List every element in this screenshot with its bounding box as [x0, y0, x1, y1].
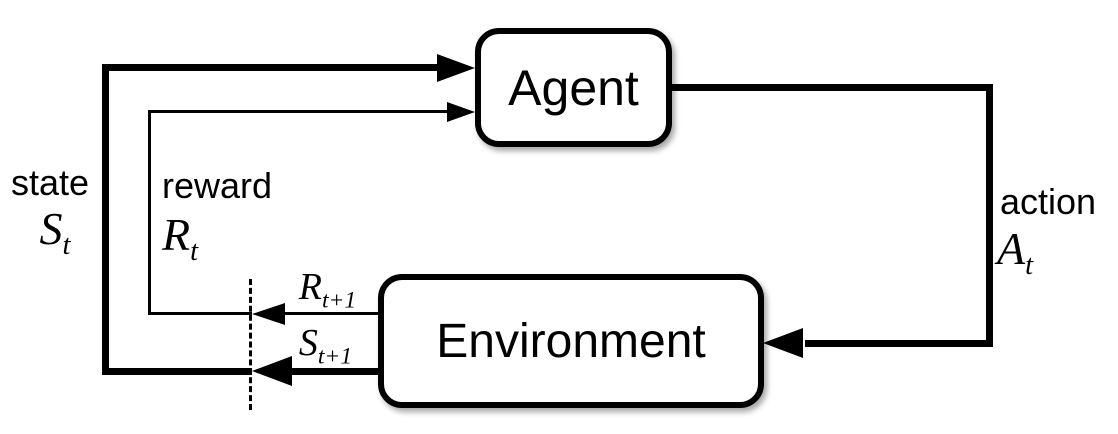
reward-loop-line-vertical [148, 110, 151, 315]
reward-arrowhead-into-agent-icon [447, 102, 475, 122]
state-loop-line-vertical [102, 64, 109, 375]
action-symbol-subscript: t [1025, 250, 1034, 282]
action-loop-line-bottom [805, 340, 993, 347]
action-symbol-base: A [997, 223, 1026, 274]
reward-loop-line-bottom [148, 312, 252, 315]
state-word-label: state [10, 162, 90, 203]
action-arrowhead-into-environment-icon [763, 328, 803, 358]
next-reward-symbol: Rt+1 [280, 268, 375, 313]
action-loop-line-vertical [986, 84, 993, 347]
environment-box: Environment [378, 274, 764, 408]
next-state-symbol-subscript: t+1 [317, 343, 353, 370]
reward-loop-line-top [148, 110, 449, 113]
next-state-symbol: St+1 [278, 324, 373, 369]
next-reward-symbol-subscript: t+1 [322, 287, 357, 314]
reward-symbol: Rt [162, 212, 198, 267]
action-word-label: action [1000, 181, 1097, 222]
reward-word-label: reward [162, 165, 273, 206]
reward-symbol-subscript: t [190, 236, 199, 268]
next-reward-line [285, 312, 380, 315]
next-state-arrowhead-icon [252, 356, 292, 386]
next-state-line [292, 368, 380, 375]
time-boundary-dashed-line [249, 279, 252, 410]
next-reward-symbol-base: R [298, 266, 322, 308]
action-loop-line-top [670, 84, 993, 91]
environment-box-label: Environment [436, 314, 706, 368]
state-arrowhead-into-agent-icon [437, 54, 475, 82]
state-symbol-base: S [39, 203, 63, 254]
next-reward-arrowhead-icon [252, 303, 285, 325]
state-symbol-subscript: t [62, 230, 71, 262]
state-loop-line-bottom [102, 368, 252, 375]
agent-box-label: Agent [508, 59, 639, 116]
action-symbol: At [997, 226, 1033, 281]
state-symbol: St [15, 206, 95, 261]
next-state-symbol-base: S [298, 322, 318, 364]
reward-symbol-base: R [162, 209, 191, 260]
state-loop-line-top [102, 64, 439, 71]
agent-box: Agent [475, 28, 672, 147]
